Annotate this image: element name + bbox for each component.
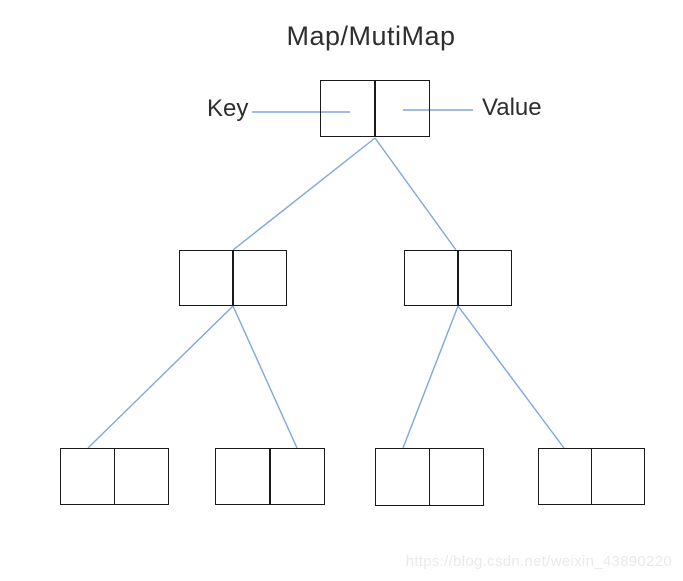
node-cell-divider [113, 449, 116, 504]
edge-child-right-to-leaf-3 [402, 305, 459, 449]
key-label: Key [207, 95, 249, 122]
edge-root-to-child-right [374, 137, 457, 251]
edge-child-right-to-leaf-4 [457, 305, 565, 449]
edge-child-left-to-leaf-1 [87, 305, 234, 449]
node-cell-divider [374, 81, 376, 136]
edge-root-to-child-left [232, 137, 376, 251]
tree-node-leaf-1 [60, 448, 169, 505]
node-cell-divider [269, 449, 271, 504]
tree-node-child-right [404, 250, 512, 306]
diagram-title: Map/MutiMap [286, 21, 456, 51]
edge-child-left-to-leaf-2 [232, 305, 298, 449]
node-cell-divider [428, 449, 431, 505]
tree-node-root [320, 80, 430, 137]
node-cell-divider [457, 251, 459, 305]
node-cell-divider [232, 251, 234, 305]
tree-node-leaf-4 [538, 448, 645, 505]
tree-node-child-left [179, 250, 287, 306]
value-label: Value [482, 94, 542, 121]
node-cell-divider [590, 449, 593, 504]
watermark-text: https://blog.csdn.net/weixin_43890220 [405, 553, 672, 570]
tree-node-leaf-2 [215, 448, 325, 505]
tree-node-leaf-3 [375, 448, 484, 506]
